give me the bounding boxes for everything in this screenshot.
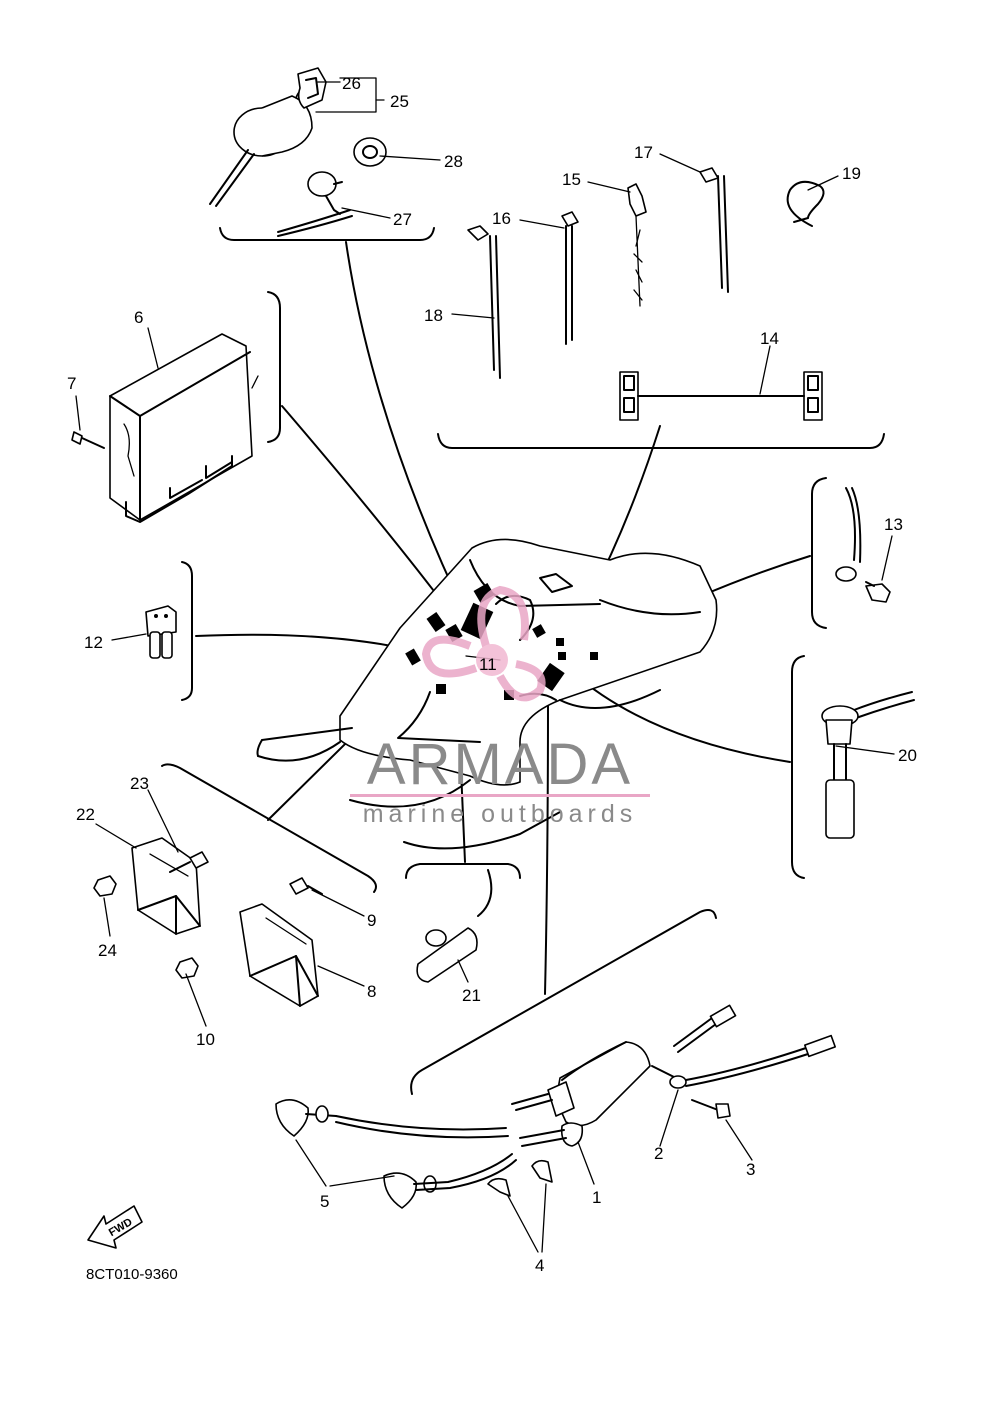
label-leaders [75, 77, 895, 1253]
rectifier-22 [131, 837, 201, 935]
part-label-20: 20 [898, 746, 917, 765]
stop-switch-27 [277, 171, 353, 237]
wire-clips [467, 167, 825, 421]
part-label-24: 24 [98, 941, 117, 960]
condenser-21 [416, 869, 493, 983]
part-label-12: 12 [84, 633, 103, 652]
regulator-8 [239, 903, 319, 1007]
plug-caps-5 [275, 1099, 517, 1209]
terminal-2 [669, 1034, 837, 1089]
part-label-17: 17 [634, 143, 653, 162]
part-label-13: 13 [884, 515, 903, 534]
part-label-5: 5 [320, 1192, 329, 1211]
main-switch-assembly [209, 67, 327, 207]
bolt-3 [691, 1099, 731, 1119]
part-labels: 1 2 3 4 5 6 7 8 9 10 11 12 13 14 15 16 1… [67, 74, 917, 1275]
part-label-11: 11 [479, 655, 497, 674]
watermark-tagline: marine outboards [363, 800, 638, 828]
nut-10 [175, 957, 199, 979]
part-label-23: 23 [130, 774, 149, 793]
watermark-brand: ARMADA [367, 732, 633, 797]
part-label-22: 22 [76, 805, 95, 824]
part-label-8: 8 [367, 982, 376, 1001]
armada-watermark: ARMADA marine outboards [350, 585, 650, 828]
part-label-7: 7 [67, 374, 76, 393]
part-label-6: 6 [134, 308, 143, 327]
cdi-unit-box [109, 333, 259, 523]
watermark-divider [350, 794, 650, 797]
part-label-4: 4 [535, 1256, 544, 1275]
clamps-4 [487, 1159, 553, 1197]
part-label-27: 27 [393, 210, 412, 229]
nut-24 [93, 875, 117, 897]
bolt-9 [289, 877, 323, 895]
ground-lead-13 [835, 487, 891, 603]
part-label-19: 19 [842, 164, 861, 183]
connector-12 [145, 605, 177, 659]
part-label-2: 2 [654, 1144, 663, 1163]
part-label-16: 16 [492, 209, 511, 228]
part-label-26: 26 [342, 74, 361, 93]
part-label-10: 10 [196, 1030, 215, 1049]
part-label-21: 21 [462, 986, 481, 1005]
part-label-15: 15 [562, 170, 581, 189]
bolt-23 [169, 851, 209, 873]
part-label-25: 25 [390, 92, 409, 111]
part-label-18: 18 [424, 306, 443, 325]
ignition-coil-1 [511, 1004, 737, 1147]
part-label-3: 3 [746, 1160, 755, 1179]
bolt-7 [71, 431, 105, 449]
stop-switch-cap-28 [353, 137, 387, 167]
thermo-switch-20 [821, 691, 915, 839]
group-brackets [161, 227, 885, 1095]
forward-arrow: FWD [87, 1205, 143, 1249]
part-label-9: 9 [367, 911, 376, 930]
part-label-14: 14 [760, 329, 779, 348]
part-label-1: 1 [592, 1188, 601, 1207]
drawing-code: 8CT010-9360 [86, 1266, 178, 1283]
propeller-logo [421, 585, 546, 702]
part-label-28: 28 [444, 152, 463, 171]
